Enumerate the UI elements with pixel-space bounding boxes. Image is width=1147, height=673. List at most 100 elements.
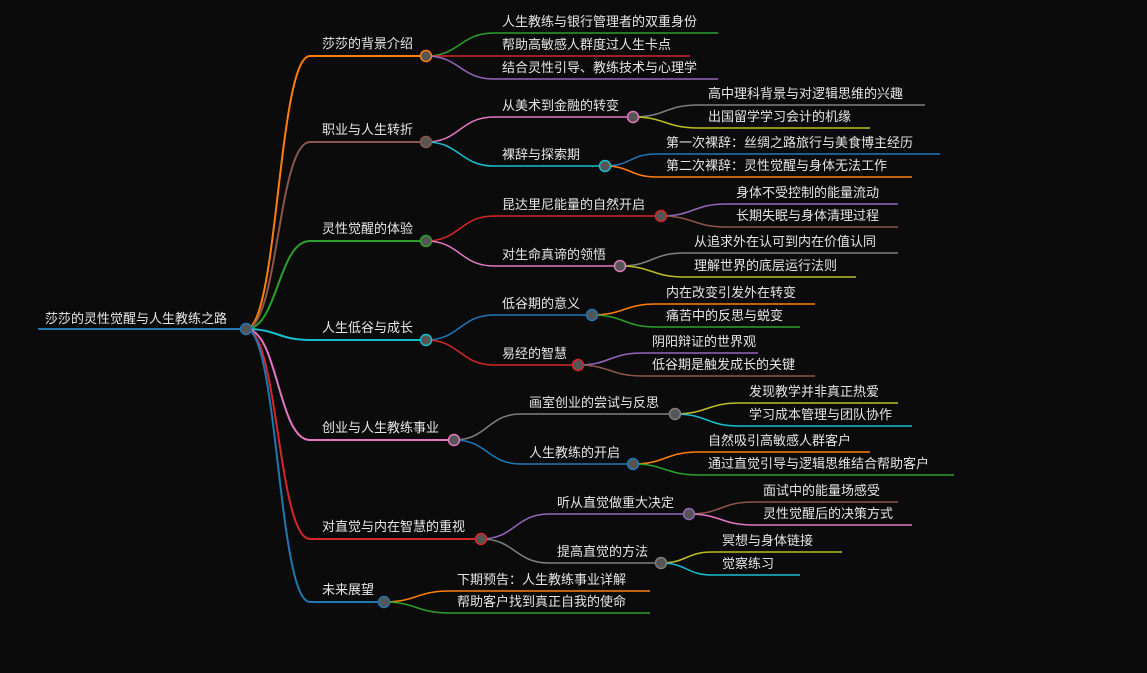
link-root-branch-4 — [245, 328, 311, 441]
subtopic-3-0[interactable]: 低谷期的意义 — [502, 296, 580, 312]
link-sub-3-1-leaf-1 — [577, 364, 643, 377]
subtopic-node-3-1[interactable] — [571, 358, 585, 372]
branch-node-3[interactable] — [419, 333, 433, 347]
leaf-topic-5-0-1[interactable]: 灵性觉醒后的决策方式 — [763, 506, 893, 522]
link-sub-1-0-leaf-1 — [632, 116, 699, 129]
subtopic-node-2-1[interactable] — [613, 259, 627, 273]
leaf-topic-4-1-0[interactable]: 自然吸引高敏感人群客户 — [708, 433, 851, 449]
leaf-topic-0-2[interactable]: 结合灵性引导、教练技术与心理学 — [502, 60, 697, 76]
leaf-topic-3-1-1[interactable]: 低谷期是触发成长的关键 — [652, 357, 795, 373]
subtopic-3-1[interactable]: 易经的智慧 — [502, 346, 567, 362]
subtopic-5-1[interactable]: 提高直觉的方法 — [557, 544, 648, 560]
link-sub-1-1-leaf-1 — [604, 165, 657, 178]
leaf-topic-1-1-0[interactable]: 第一次裸辞：丝绸之路旅行与美食博主经历 — [666, 135, 913, 151]
leaf-topic-5-0-0[interactable]: 面试中的能量场感受 — [763, 483, 880, 499]
branch-node-5[interactable] — [474, 532, 488, 546]
subtopic-1-1[interactable]: 裸辞与探索期 — [502, 148, 580, 163]
nodes — [239, 49, 696, 609]
link-branch-2-sub-0 — [425, 215, 495, 242]
leaf-topic-1-1-1[interactable]: 第二次裸辞：灵性觉醒与身体无法工作 — [666, 158, 887, 174]
link-sub-4-1-leaf-1 — [632, 463, 699, 476]
link-branch-1-sub-0 — [425, 116, 495, 143]
subtopic-node-3-0[interactable] — [585, 308, 599, 322]
link-sub-5-0-leaf-1 — [688, 513, 754, 526]
leaf-topic-1-0-1[interactable]: 出国留学学习会计的机缘 — [708, 109, 851, 125]
leaf-topic-4-0-1[interactable]: 学习成本管理与团队协作 — [749, 407, 892, 423]
link-branch-5-sub-0 — [480, 513, 550, 540]
subtopic-node-1-0[interactable] — [626, 110, 640, 124]
branch-topic-5[interactable]: 对直觉与内在智慧的重视 — [322, 519, 465, 535]
link-sub-1-0-leaf-0 — [632, 104, 699, 118]
link-sub-5-1-leaf-1 — [660, 562, 713, 576]
leaf-topic-2-1-1[interactable]: 理解世界的底层运行法则 — [694, 258, 837, 274]
branch-topic-3[interactable]: 人生低谷与成长 — [322, 321, 413, 336]
subtopic-node-5-0[interactable] — [682, 507, 696, 521]
link-branch-3-sub-0 — [425, 314, 495, 341]
link-branch-4-sub-0 — [453, 413, 522, 441]
labels: 莎莎的灵性觉醒与人生教练之路 莎莎的背景介绍 人生教练与银行管理者的双重身份帮助高敏… — [45, 14, 929, 610]
leaf-topic-0-1[interactable]: 帮助高敏感人群度过人生卡点 — [502, 37, 671, 53]
subtopic-node-2-0[interactable] — [654, 209, 668, 223]
root-topic[interactable]: 莎莎的灵性觉醒与人生教练之路 — [45, 311, 227, 327]
subtopic-2-1[interactable]: 对生命真谛的领悟 — [502, 247, 606, 263]
leaf-topic-4-1-1[interactable]: 通过直觉引导与逻辑思维结合帮助客户 — [708, 456, 929, 472]
link-sub-2-0-leaf-0 — [660, 203, 727, 217]
link-root-branch-3 — [245, 328, 311, 341]
branch-topic-4[interactable]: 创业与人生教练事业 — [322, 420, 439, 436]
leaf-topic-4-0-0[interactable]: 发现教学并非真正热爱 — [749, 384, 879, 400]
leaf-topic-0-0[interactable]: 人生教练与银行管理者的双重身份 — [502, 14, 697, 30]
link-branch-4-sub-1 — [453, 439, 522, 465]
subtopic-node-5-1[interactable] — [654, 556, 668, 570]
leaf-topic-3-0-1[interactable]: 痛苦中的反思与蜕变 — [666, 308, 783, 324]
link-root-branch-0 — [245, 55, 311, 330]
branch-node-4[interactable] — [447, 433, 461, 447]
link-sub-4-1-leaf-0 — [632, 451, 699, 465]
leaf-topic-1-0-0[interactable]: 高中理科背景与对逻辑思维的兴趣 — [708, 86, 903, 102]
link-sub-4-0-leaf-1 — [674, 413, 740, 427]
link-branch-3-sub-1 — [425, 339, 495, 366]
link-sub-3-0-leaf-1 — [591, 314, 657, 328]
leaf-topic-2-0-0[interactable]: 身体不受控制的能量流动 — [736, 185, 879, 201]
link-sub-3-0-leaf-0 — [591, 303, 657, 316]
branch-topic-0[interactable]: 莎莎的背景介绍 — [322, 36, 413, 52]
subtopic-4-0[interactable]: 画室创业的尝试与反思 — [529, 395, 659, 411]
branch-topic-2[interactable]: 灵性觉醒的体验 — [322, 221, 413, 237]
link-sub-3-1-leaf-0 — [577, 352, 643, 366]
link-branch-6-sub-0 — [383, 590, 450, 603]
subtopic-node-4-1[interactable] — [626, 457, 640, 471]
branch-topic-1[interactable]: 职业与人生转折 — [322, 123, 413, 138]
link-root-branch-6 — [245, 328, 311, 603]
subtopic-4-1[interactable]: 人生教练的开启 — [529, 445, 620, 461]
link-branch-6-sub-1 — [383, 601, 450, 614]
subtopic-2-0[interactable]: 昆达里尼能量的自然开启 — [502, 197, 645, 213]
leaf-topic-3-1-0[interactable]: 阴阳辩证的世界观 — [652, 334, 756, 350]
link-sub-1-1-leaf-0 — [604, 153, 657, 167]
leaf-topic-2-1-0[interactable]: 从追求外在认可到内在价值认同 — [694, 234, 876, 250]
link-sub-2-1-leaf-1 — [619, 265, 685, 278]
subtopic-1-0[interactable]: 从美术到金融的转变 — [502, 98, 619, 114]
branch-node-0[interactable] — [419, 49, 433, 63]
link-branch-1-sub-1 — [425, 141, 495, 167]
link-branch-0-sub-2 — [425, 55, 495, 80]
branch-node-2[interactable] — [419, 234, 433, 248]
links — [38, 32, 954, 614]
leaf-topic-2-0-1[interactable]: 长期失眠与身体清理过程 — [736, 208, 879, 224]
leaf-topic-5-1-1[interactable]: 觉察练习 — [722, 557, 774, 572]
branch-topic-6[interactable]: 未来展望 — [322, 582, 374, 598]
subtopic-node-4-0[interactable] — [668, 407, 682, 421]
link-sub-5-0-leaf-0 — [688, 501, 754, 515]
link-sub-2-1-leaf-0 — [619, 252, 685, 267]
leaf-topic-5-1-0[interactable]: 冥想与身体链接 — [722, 533, 813, 549]
link-branch-2-sub-1 — [425, 240, 495, 267]
link-sub-5-1-leaf-0 — [660, 551, 713, 564]
branch-node-1[interactable] — [419, 135, 433, 149]
leaf-topic-6-0[interactable]: 下期预告：人生教练事业详解 — [457, 572, 626, 588]
branch-node-6[interactable] — [377, 595, 391, 609]
subtopic-5-0[interactable]: 听从直觉做重大决定 — [557, 495, 674, 511]
subtopic-node-1-1[interactable] — [598, 159, 612, 173]
leaf-topic-3-0-0[interactable]: 内在改变引发外在转变 — [666, 285, 796, 301]
leaf-topic-6-1[interactable]: 帮助客户找到真正自我的使命 — [457, 594, 626, 610]
link-branch-5-sub-1 — [480, 538, 550, 564]
root-node[interactable] — [239, 322, 253, 336]
